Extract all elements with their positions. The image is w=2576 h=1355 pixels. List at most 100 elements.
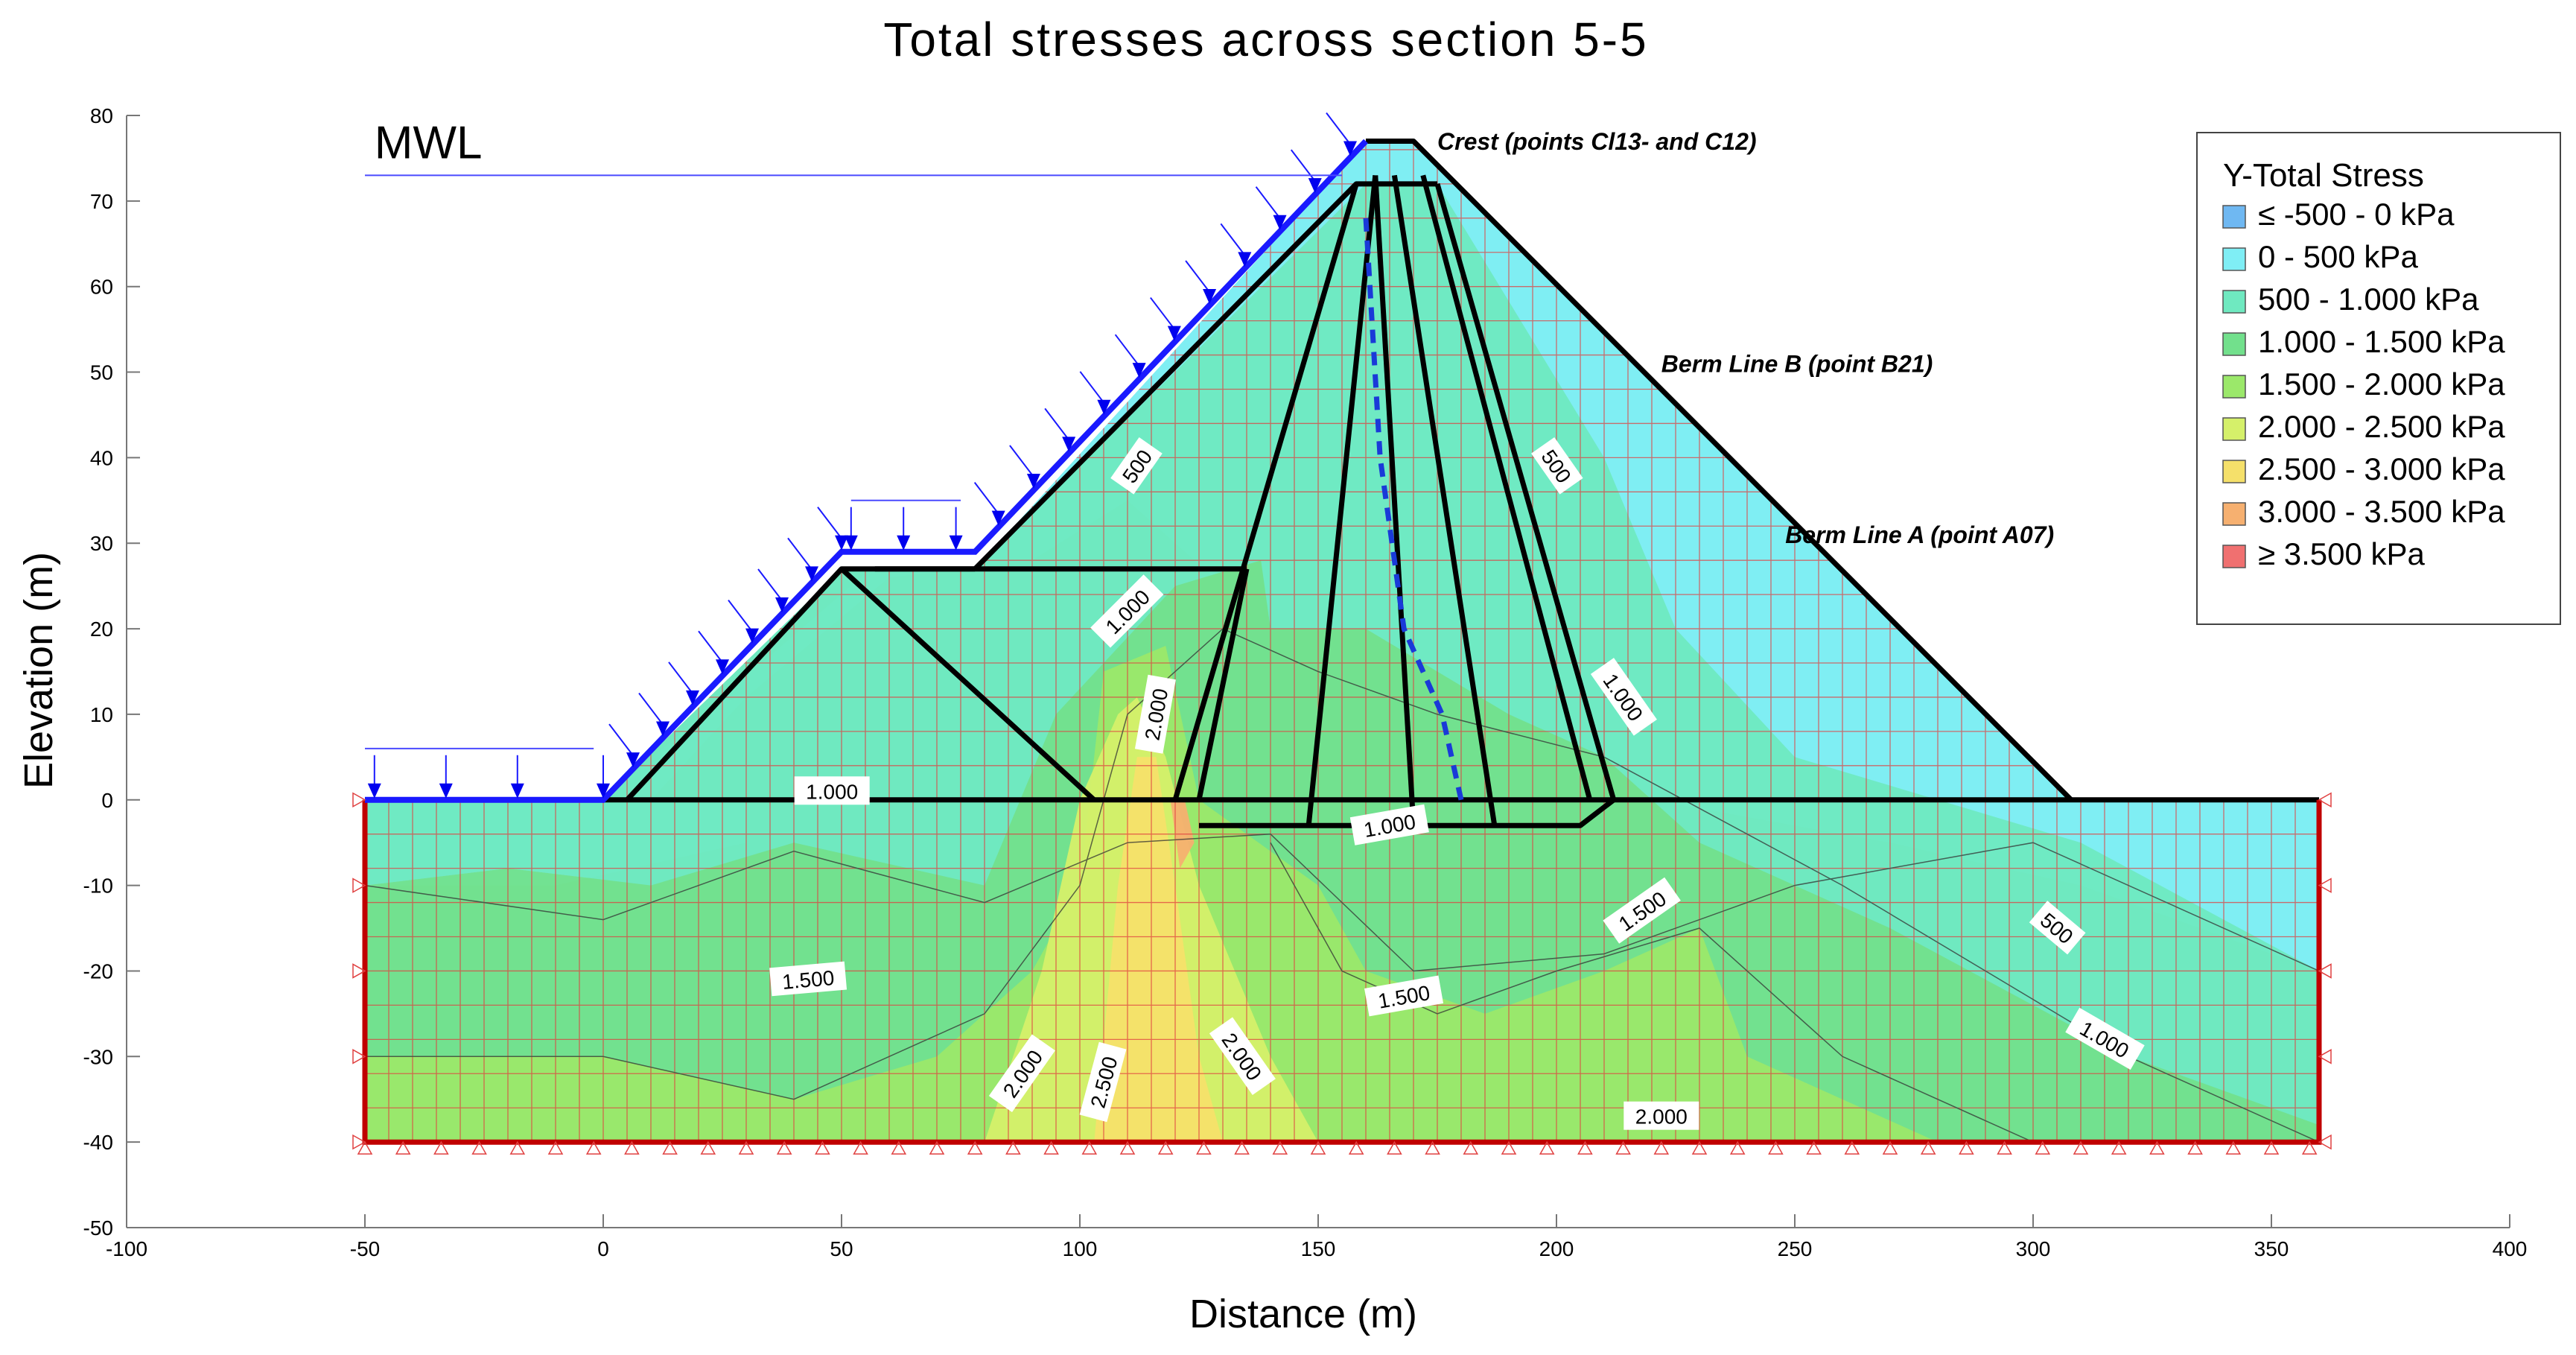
pressure-arrow-head [1062, 437, 1076, 452]
legend-swatch [2222, 502, 2246, 526]
contour-label-bg [769, 961, 847, 997]
legend-swatch [2222, 375, 2246, 399]
support-icon [2318, 1049, 2332, 1064]
berm-b-label: Berm Line B (point B21) [1661, 351, 1933, 378]
support-icon [2073, 1140, 2089, 1155]
support-icon [1882, 1140, 1898, 1155]
pressure-arrow-head [439, 783, 453, 799]
support-icon [1768, 1140, 1784, 1155]
pressure-arrow-shaft [1009, 445, 1034, 477]
pressure-arrow-shaft [1290, 149, 1316, 182]
contour-label-bg [1110, 437, 1163, 495]
legend-entry-label: 500 - 1.000 kPa [2258, 282, 2479, 317]
contour-label: 1.000 [794, 776, 870, 805]
pressure-arrow-head [835, 535, 848, 550]
contour-label-bg [1623, 1101, 1699, 1130]
contour-label-bg [1603, 877, 1681, 944]
support-icon [1196, 1140, 1212, 1155]
pressure-arrow-shaft [608, 723, 634, 756]
contour-line [1270, 842, 2034, 1143]
support-icon [1081, 1140, 1098, 1155]
support-icon [1539, 1140, 1555, 1155]
pressure-arrow-head [1273, 215, 1287, 230]
berm-a-label: Berm Line A (point A07) [1785, 521, 2054, 548]
pressure-arrow-head [745, 628, 759, 644]
support-icon [2318, 963, 2332, 979]
contour-label-bg [1364, 975, 1444, 1017]
zone-boundary [1420, 174, 1593, 801]
support-icon [1463, 1140, 1479, 1155]
pressure-arrow-shaft [973, 482, 999, 515]
pressure-arrow-head [597, 783, 610, 799]
pressure-arrow-shaft [1079, 371, 1105, 404]
support-icon [352, 878, 366, 893]
support-icon [1425, 1140, 1440, 1155]
pressure-arrow-head [1308, 178, 1322, 194]
support-icon [2301, 1140, 2318, 1155]
support-icon [1844, 1140, 1860, 1155]
support-icon [2225, 1140, 2242, 1155]
x-tick-label: 250 [1778, 1237, 1813, 1260]
dam-structure [352, 112, 2332, 1155]
support-icon [395, 1140, 411, 1155]
pressure-arrow-head [716, 659, 729, 675]
pressure-arrow-head [949, 535, 963, 550]
support-icon [357, 1140, 373, 1155]
pressure-arrow-shaft [787, 537, 812, 570]
pressure-arrow-head [1026, 474, 1040, 489]
crest-label: Crest (points Cl13- and C12) [1437, 128, 1757, 155]
support-icon [1653, 1140, 1670, 1155]
legend-entry-label: 0 - 500 kPa [2258, 239, 2418, 274]
y-tick-label: 20 [90, 618, 113, 641]
pressure-arrow-head [1238, 252, 1252, 267]
contour-label: 2.000 [1623, 1101, 1699, 1130]
contour-label-bg [1590, 658, 1657, 736]
support-icon [1348, 1140, 1364, 1155]
legend-swatch [2222, 460, 2246, 483]
y-tick-label: -30 [83, 1045, 113, 1068]
legend-swatch [2222, 332, 2246, 356]
contour-label-bg [1134, 674, 1176, 754]
x-tick-label: 100 [1063, 1237, 1098, 1260]
pressure-arrow-shaft [1044, 407, 1069, 441]
contour-label-bg [1090, 574, 1164, 648]
legend-box [2196, 132, 2561, 625]
support-icon [352, 1134, 366, 1150]
support-icon [2318, 792, 2332, 808]
x-tick-label: 200 [1539, 1237, 1574, 1260]
support-icon [853, 1140, 868, 1155]
contour-label: 500 [2029, 901, 2086, 955]
contour-label-bg [1531, 437, 1583, 495]
support-icon [929, 1140, 945, 1155]
support-icon [1005, 1140, 1021, 1155]
zone-boundary [1196, 568, 1250, 801]
pressure-arrow-shaft [1255, 186, 1281, 219]
support-icon [815, 1140, 830, 1155]
support-icon [2318, 878, 2332, 893]
support-icon [624, 1140, 640, 1155]
pressure-arrow-shaft [728, 600, 753, 632]
contour-label-text: 1.500 [781, 966, 836, 994]
contour-label-bg [1209, 1017, 1276, 1095]
y-tick-label: 0 [101, 789, 113, 812]
contour-label-bg [2029, 901, 2086, 955]
x-tick-label: 50 [830, 1237, 853, 1260]
support-icon [1691, 1140, 1708, 1155]
upstream-face [365, 139, 1368, 803]
legend-swatch [2222, 247, 2246, 271]
legend-swatch [2222, 545, 2246, 568]
pressure-arrow-shaft [757, 568, 783, 601]
support-icon [585, 1140, 602, 1155]
support-icon [1729, 1140, 1746, 1155]
y-tick-label: 60 [90, 276, 113, 299]
support-icon [1272, 1140, 1288, 1155]
pressure-arrow-shaft [1326, 112, 1351, 145]
x-axis-label: Distance (m) [1189, 1292, 1417, 1336]
pressure-arrow-head [510, 783, 524, 799]
support-icon [352, 792, 366, 808]
contour-line [365, 833, 2319, 972]
zone-boundary [1172, 183, 1359, 801]
support-icon [1387, 1140, 1402, 1155]
